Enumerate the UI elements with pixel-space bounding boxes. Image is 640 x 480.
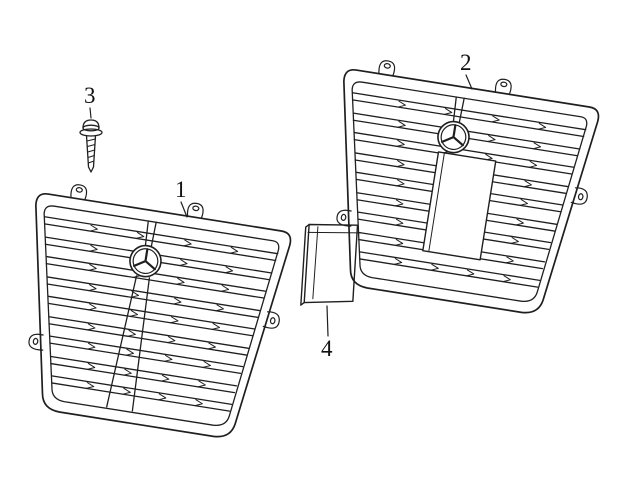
screw-head-rim: [82, 124, 100, 132]
camera-cover-opening: [422, 151, 497, 261]
screw-head: [82, 119, 100, 129]
callout-3: 3: [84, 83, 96, 119]
cover-side-edge: [300, 223, 310, 306]
cover-inner-line: [312, 226, 319, 300]
screw-flange: [79, 128, 103, 137]
callout-2-label: 2: [460, 50, 472, 75]
cover-drawing: [300, 223, 362, 306]
callout-1-leader: [180, 201, 188, 218]
callout-3-label: 3: [84, 83, 96, 108]
screw-drawing: [79, 119, 103, 173]
callout-1-label: 1: [175, 177, 187, 202]
callout-1: 1: [175, 177, 188, 218]
callout-4-label: 4: [321, 336, 333, 361]
cover-top-edge-line: [307, 231, 362, 234]
callouts: 1 2 3 4: [84, 50, 473, 361]
grille-1-drawing: [3, 177, 297, 445]
cover-face: [303, 223, 359, 304]
callout-4-leader: [326, 305, 329, 337]
callout-4: 4: [321, 305, 333, 361]
grille-1-body: [3, 177, 297, 445]
callout-2: 2: [460, 50, 473, 90]
screw-threads: [86, 138, 96, 164]
screw-shaft: [85, 134, 97, 173]
callout-3-leader: [89, 107, 92, 119]
callout-2-leader: [465, 74, 473, 90]
grille-2-drawing: [311, 53, 605, 321]
